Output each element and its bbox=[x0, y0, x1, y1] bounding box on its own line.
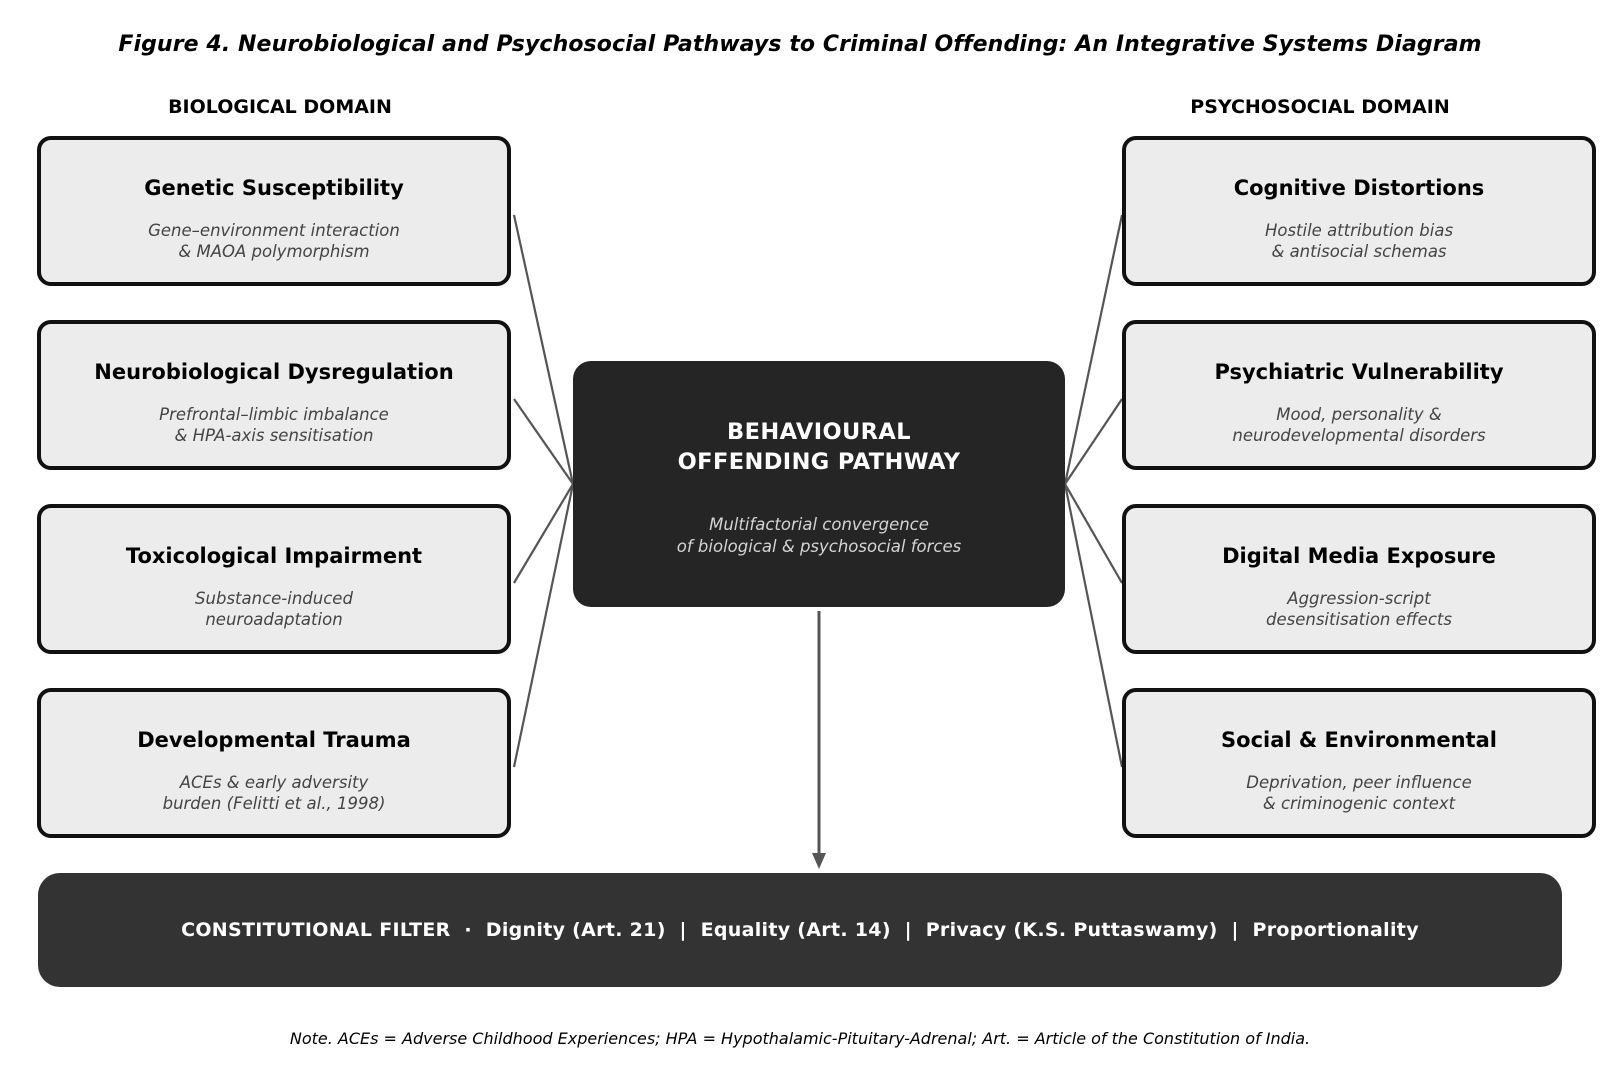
factor-box-neurobiological-dysregulation: Neurobiological Dysregulation Prefrontal… bbox=[37, 320, 511, 470]
figure-footnote: Note. ACEs = Adverse Childhood Experienc… bbox=[289, 1029, 1311, 1048]
constitutional-filter-text: CONSTITUTIONAL FILTER · Dignity (Art. 21… bbox=[181, 919, 1419, 941]
factor-description: ACEs & early adversity burden (Felitti e… bbox=[162, 773, 386, 813]
factor-description: Prefrontal–limbic imbalance & HPA-axis s… bbox=[159, 405, 389, 445]
factor-title: Toxicological Impairment bbox=[125, 544, 423, 568]
factor-box-digital-media-exposure: Digital Media Exposure Aggression-script… bbox=[1122, 504, 1596, 654]
connector-social bbox=[1063, 483, 1124, 768]
factor-description: Aggression-script desensitisation effect… bbox=[1266, 589, 1452, 629]
factor-title: Developmental Trauma bbox=[137, 728, 411, 752]
factor-description: Deprivation, peer influence & criminogen… bbox=[1246, 773, 1472, 813]
factor-box-psychiatric-vulnerability: Psychiatric Vulnerability Mood, personal… bbox=[1122, 320, 1596, 470]
connector-neurobiological bbox=[513, 398, 574, 485]
central-node-description: Multifactorial convergence of biological… bbox=[676, 515, 962, 556]
factor-title: Genetic Susceptibility bbox=[144, 176, 404, 200]
factor-box-cognitive-distortions: Cognitive Distortions Hostile attributio… bbox=[1122, 136, 1596, 286]
factor-box-social-environmental: Social & Environmental Deprivation, peer… bbox=[1122, 688, 1596, 838]
factor-title: Cognitive Distortions bbox=[1233, 176, 1485, 200]
factor-title: Psychiatric Vulnerability bbox=[1214, 360, 1504, 384]
factor-box-toxicological-impairment: Toxicological Impairment Substance-induc… bbox=[37, 504, 511, 654]
biological-domain-heading: BIOLOGICAL DOMAIN bbox=[168, 96, 392, 118]
connector-developmental bbox=[512, 483, 575, 768]
connector-psychiatric bbox=[1064, 398, 1123, 485]
factor-title: Digital Media Exposure bbox=[1222, 544, 1496, 568]
figure-title: Figure 4. Neurobiological and Psychosoci… bbox=[118, 32, 1482, 57]
arrow-head bbox=[812, 853, 826, 869]
factor-box-genetic-susceptibility: Genetic Susceptibility Gene–environment … bbox=[37, 136, 511, 286]
connector-digital-media bbox=[1064, 483, 1123, 584]
factor-box-developmental-trauma: Developmental Trauma ACEs & early advers… bbox=[37, 688, 511, 838]
central-node-title: BEHAVIOURAL OFFENDING PATHWAY bbox=[677, 419, 961, 475]
central-node-behavioural-offending-pathway: BEHAVIOURAL OFFENDING PATHWAY Multifacto… bbox=[573, 361, 1065, 607]
connector-genetic bbox=[512, 214, 575, 485]
factor-description: Substance-induced neuroadaptation bbox=[195, 589, 353, 629]
factor-description: Mood, personality & neurodevelopmental d… bbox=[1232, 405, 1486, 445]
connector-toxicological bbox=[513, 483, 574, 584]
connector-cognitive bbox=[1063, 214, 1124, 485]
factor-description: Gene–environment interaction & MAOA poly… bbox=[148, 221, 400, 261]
factor-description: Hostile attribution bias & antisocial sc… bbox=[1264, 221, 1454, 261]
factor-title: Neurobiological Dysregulation bbox=[94, 360, 454, 384]
factor-title: Social & Environmental bbox=[1221, 728, 1497, 752]
constitutional-filter-bar: CONSTITUTIONAL FILTER · Dignity (Art. 21… bbox=[38, 873, 1562, 987]
psychosocial-domain-heading: PSYCHOSOCIAL DOMAIN bbox=[1190, 96, 1450, 118]
